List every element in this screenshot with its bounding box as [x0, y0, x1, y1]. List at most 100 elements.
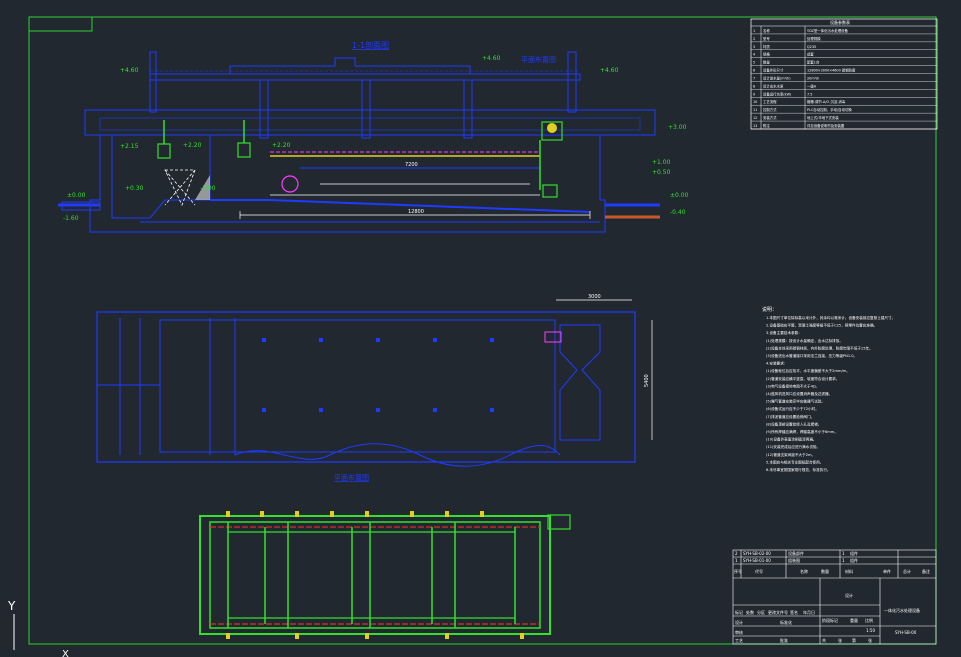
elev-bottom-right: -0.40 [670, 209, 686, 216]
spec-row-value: 格栅-调节-A/O-沉淀-消毒 [807, 99, 846, 104]
section-title: 1-1剖面图 [352, 40, 389, 50]
spec-row-value: PLC自动控制，手动/自动切换 [807, 107, 852, 112]
plan-diffusers [262, 338, 494, 412]
tb-role-std: 标准化 [780, 619, 792, 625]
rev-row-1-mat: 组件 [850, 557, 858, 563]
title-block [732, 549, 937, 645]
spec-row-index: 4 [753, 53, 755, 57]
top-slab [149, 73, 581, 81]
drawing-frame [28, 16, 937, 645]
elev-ground-left: ±0.00 [67, 192, 86, 199]
spec-row-index: 13 [753, 124, 757, 128]
gravel-fill [195, 175, 210, 200]
title-block-text: 2 SYH-SB-02-00 设备部件 1 组件 1 SYH-SB-01-00 … [734, 550, 930, 643]
spec-row-index: 11 [753, 108, 757, 112]
spec-row-label: 工艺流程 [763, 99, 777, 104]
pipe-frame [199, 515, 551, 635]
tb-sheet-total: 共 [822, 637, 826, 643]
notes-line: 2.设备基础应平整，混凝土强度等级不低于C25，预埋件位置应准确。 [766, 323, 877, 328]
tb-role-approve: 批准 [780, 637, 788, 643]
elev-right-mid: +3.00 [668, 124, 687, 131]
blower-plan [547, 514, 571, 530]
notes-line: 3.设备主要技术参数： [766, 330, 802, 335]
piping-layout [199, 511, 571, 639]
notes-line: 5.本图应与相关专业图纸配合使用。 [766, 459, 823, 464]
spec-row-index: 5 [753, 61, 755, 65]
tb-drawing-number: SYH-SB-00 [895, 630, 917, 635]
notes-line: 6.未尽事宜按国家现行规范、标准执行。 [766, 467, 831, 472]
plan-dim-right-text: 5400 [644, 374, 650, 387]
tb-scale: 1:50 [866, 628, 875, 633]
plan-view: 3000 5400 平面布置图 [96, 294, 653, 482]
spec-row-value: 详见设备说明书及安装图 [807, 123, 845, 128]
plan-title: 平面布置图 [334, 473, 369, 482]
hopper [164, 169, 196, 207]
pump-circle [281, 175, 299, 193]
notes-line: (3)电气设备接地电阻不大于4Ω。 [766, 383, 819, 388]
spec-row-label: 数量 [763, 60, 770, 65]
spec-row-index: 6 [753, 69, 755, 73]
rev-row-2-mat: 组件 [850, 550, 858, 556]
elev-left-mid: +2.15 [120, 143, 139, 150]
notes-line: (6)设备试运行应不少于72小时。 [766, 406, 819, 411]
spec-row-value: 地上式/半地下式安装 [807, 115, 839, 120]
rev-h-qty: 数量 [821, 568, 829, 574]
tb-sheet-unit2: 张 [868, 637, 872, 643]
spec-row-label: 材质 [763, 44, 770, 49]
column-4 [463, 79, 473, 139]
spec-row-value: Q235 [807, 45, 816, 49]
rev-h-mat: 材料 [845, 568, 853, 574]
elev-ground-right: ±0.00 [670, 192, 689, 199]
plan-dim-top-text: 3000 [588, 294, 601, 300]
elev-mid-top: +4.60 [482, 55, 501, 62]
spec-row-label: 名称 [763, 28, 770, 33]
elev-bottom-left: -1.60 [63, 215, 79, 222]
dim-total-text: 12800 [408, 209, 424, 215]
rev-row-2-no: 2 [735, 551, 738, 556]
notes-line: (12)管道支架间距不大于2m。 [766, 452, 815, 457]
tb-drawing-title: 一体化污水处理设备 [884, 607, 920, 613]
elev-left-low: +0.30 [125, 185, 144, 192]
roof-outline [229, 57, 471, 74]
tb-sign-zone: 分区 [757, 609, 765, 615]
spec-row-value: 一级A [807, 83, 817, 88]
spec-row-value: YDZ型一体化污水处理设备 [807, 28, 849, 33]
tb-sign-mark: 标记 [735, 609, 743, 615]
tb-company: 设计 [845, 592, 853, 598]
rev-h-name: 名称 [800, 568, 808, 574]
rev-h-unit: 单件 [883, 568, 891, 574]
spec-row-label: 安装方式 [763, 115, 777, 120]
tank-bottom-slope [210, 199, 591, 213]
plan-wave-bottom [234, 443, 561, 467]
tb-weight: 重量 [850, 617, 858, 623]
rev-row-1-name: 组装图 [788, 557, 800, 563]
pipe-risers [226, 511, 524, 639]
notes-line: (9)所有焊缝应满焊，焊缝高度不小于6mm。 [766, 429, 838, 434]
elev-right-low-a: +1.00 [652, 159, 671, 166]
rev-row-2-name: 设备部件 [788, 550, 804, 556]
elevation-marks: +4.60 +4.60 +4.60 +2.15 +2.20 +2.20 +3.0… [63, 55, 689, 222]
tank-left-wall [89, 135, 606, 233]
elev-mid-a: +2.20 [183, 142, 202, 149]
hopper-x2 [164, 169, 196, 206]
notes-line: (5)曝气管道安装完毕应做通气试验。 [766, 399, 825, 404]
pipe-frame-inner [209, 521, 541, 629]
spec-row-value: 7.5 [807, 92, 812, 96]
pipe-branches [227, 522, 516, 628]
dim-inner-text: 7200 [405, 162, 418, 168]
rev-row-1-code: SYH-SB-01-00 [743, 558, 771, 563]
spec-row-label: 型号 [763, 36, 770, 41]
spec-row-value: 配套1台 [807, 60, 820, 65]
plan-chamber-right [559, 324, 601, 441]
elev-right-top: +4.60 [600, 67, 619, 74]
rev-row-2-qty: 1 [842, 551, 845, 556]
wall-cap-left [61, 201, 101, 211]
tb-role-design: 设计 [735, 619, 743, 625]
notes-line: (4)鼓风机进风口应设置消声器及过滤器。 [766, 391, 832, 396]
tb-sign-date: 年月日 [803, 609, 815, 615]
column-1 [149, 51, 157, 113]
elev-pit: -1.00 [200, 185, 216, 192]
hopper-x1 [164, 169, 196, 206]
